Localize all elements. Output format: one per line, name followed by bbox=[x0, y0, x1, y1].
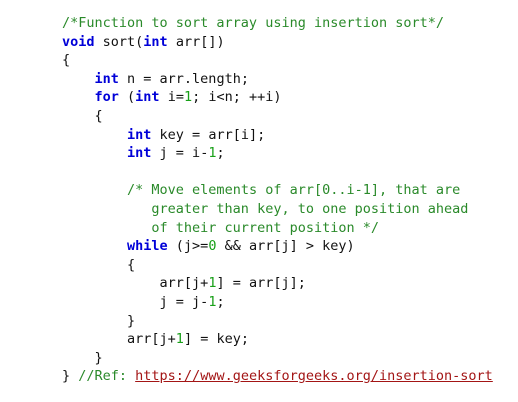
code-line: { bbox=[62, 107, 518, 126]
code-token-plain: arr[j+ bbox=[62, 275, 209, 292]
code-token-number: 1 bbox=[208, 145, 217, 162]
code-line: arr[j+1] = arr[j]; bbox=[62, 274, 518, 293]
code-line: void sort(int arr[]) bbox=[62, 33, 518, 52]
code-token-number: 1 bbox=[175, 331, 184, 348]
code-line: /* Move elements of arr[0..i-1], that ar… bbox=[62, 181, 518, 200]
code-token-plain: ; i<n; ++i) bbox=[192, 89, 282, 106]
code-token-plain: { bbox=[62, 52, 71, 69]
code-token-plain: sort( bbox=[94, 33, 144, 50]
code-token-plain: ( bbox=[118, 89, 136, 106]
code-token-plain: ] = key; bbox=[183, 331, 249, 348]
code-token-keyword: int bbox=[135, 89, 160, 106]
code-token-number: 1 bbox=[183, 89, 193, 106]
code-line: } bbox=[62, 312, 518, 331]
code-token-plain: } bbox=[62, 368, 79, 385]
code-line: j = j-1; bbox=[62, 293, 518, 312]
reference-link[interactable]: https://www.geeksforgeeks.org/insertion-… bbox=[135, 368, 493, 385]
code-line: for (int i=1; i<n; ++i) bbox=[62, 88, 518, 107]
code-token-plain: key = arr[i]; bbox=[151, 126, 266, 143]
code-token-plain: } bbox=[62, 349, 103, 366]
code-token-number: 0 bbox=[208, 238, 217, 255]
code-token-keyword: while bbox=[127, 238, 168, 255]
code-token-keyword: void bbox=[62, 33, 95, 50]
code-token-plain: n = arr.length; bbox=[118, 70, 249, 87]
code-token-keyword: for bbox=[94, 89, 119, 106]
code-token-plain: ; bbox=[216, 293, 225, 310]
code-line: int key = arr[i]; bbox=[62, 126, 518, 145]
code-token-plain: (j>= bbox=[167, 238, 209, 255]
code-line: greater than key, to one position ahead bbox=[62, 200, 518, 219]
code-line bbox=[62, 163, 518, 182]
code-token-plain: { bbox=[62, 107, 103, 124]
code-line: /*Function to sort array using insertion… bbox=[62, 14, 518, 33]
code-token-plain bbox=[62, 71, 95, 87]
code-token-comment: of their current position */ bbox=[62, 219, 379, 236]
code-token-plain: j = j- bbox=[62, 293, 209, 310]
code-token-comment: //Ref: bbox=[78, 368, 136, 385]
code-line: while (j>=0 && arr[j] > key) bbox=[62, 237, 518, 256]
code-line: int j = i-1; bbox=[62, 144, 518, 163]
code-line: of their current position */ bbox=[62, 219, 518, 238]
code-token-plain: { bbox=[62, 256, 136, 273]
code-line: arr[j+1] = key; bbox=[62, 330, 518, 349]
code-token-keyword: int bbox=[127, 145, 152, 162]
code-token-plain bbox=[62, 145, 127, 161]
code-token-plain bbox=[62, 127, 127, 143]
code-token-keyword: int bbox=[143, 33, 168, 50]
code-line: } //Ref: https://www.geeksforgeeks.org/i… bbox=[62, 367, 518, 386]
code-token-number: 1 bbox=[208, 293, 217, 310]
code-token-plain bbox=[62, 182, 127, 198]
code-line: { bbox=[62, 256, 518, 275]
code-token-keyword: int bbox=[94, 70, 119, 87]
code-line: { bbox=[62, 51, 518, 70]
code-token-plain: ] = arr[j]; bbox=[216, 275, 306, 292]
code-token-plain bbox=[62, 89, 95, 105]
code-token-number: 1 bbox=[208, 275, 217, 292]
code-line: int n = arr.length; bbox=[62, 70, 518, 89]
code-token-plain: i= bbox=[159, 89, 184, 106]
code-token-comment: greater than key, to one position ahead bbox=[62, 200, 469, 217]
code-token-plain: && arr[j] > key) bbox=[216, 238, 355, 255]
code-token-plain bbox=[62, 238, 127, 254]
code-token-plain: arr[]) bbox=[167, 33, 225, 50]
code-token-comment: /* Move elements of arr[0..i-1], that ar… bbox=[127, 182, 461, 199]
code-token-plain: j = i- bbox=[151, 145, 209, 162]
code-token-plain: } bbox=[62, 312, 136, 329]
code-token-keyword: int bbox=[127, 126, 152, 143]
code-token-comment: /*Function to sort array using insertion… bbox=[62, 15, 445, 31]
code-token-plain: arr[j+ bbox=[62, 331, 176, 348]
code-token-plain: ; bbox=[216, 145, 225, 162]
code-line: } bbox=[62, 349, 518, 368]
